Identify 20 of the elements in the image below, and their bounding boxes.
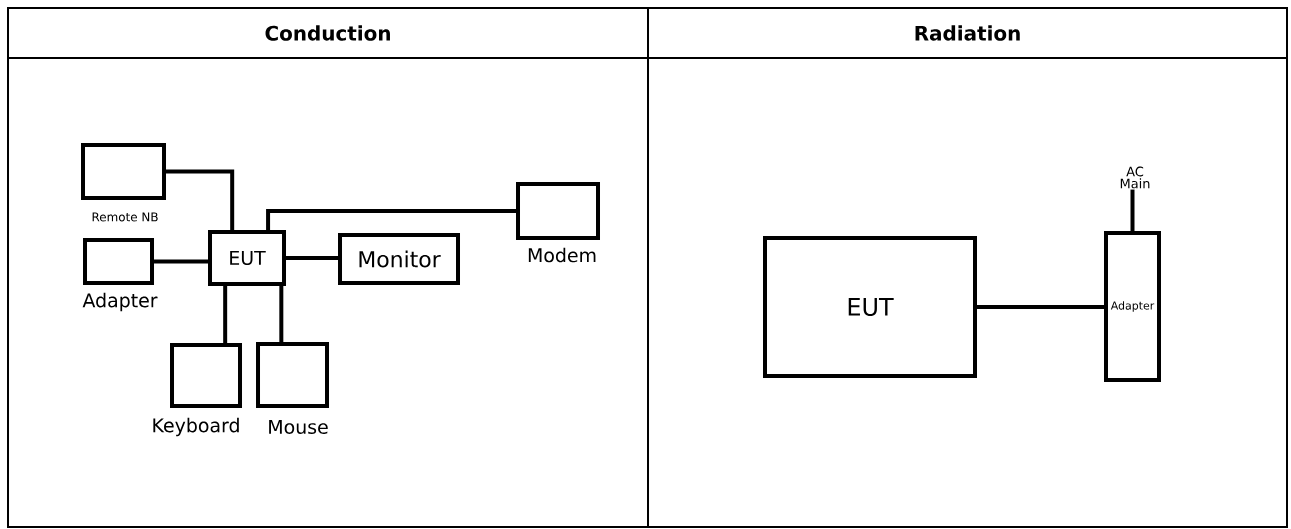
cable-line <box>286 256 338 260</box>
cable-line <box>166 169 235 230</box>
device-label: Remote NB <box>92 212 158 222</box>
device-box: EUT <box>763 236 977 378</box>
column-header: Conduction <box>265 25 390 41</box>
cable-line <box>266 209 516 230</box>
device-label: Adapter <box>82 292 158 312</box>
cable-line <box>279 286 284 342</box>
device-label: Mouse <box>269 419 328 434</box>
device-label: Modem <box>528 247 596 263</box>
cable-line <box>977 305 1104 309</box>
power-label: AC Main <box>1120 166 1150 189</box>
cable-line <box>223 286 228 343</box>
cable-line <box>154 259 208 264</box>
device-box: Adapter <box>1104 231 1161 382</box>
cable-line <box>1130 189 1135 231</box>
column-header: Radiation <box>915 25 1020 41</box>
device-label: Keyboard <box>153 417 239 437</box>
device-box: EUT <box>208 230 286 286</box>
device-box: Monitor <box>338 233 460 285</box>
